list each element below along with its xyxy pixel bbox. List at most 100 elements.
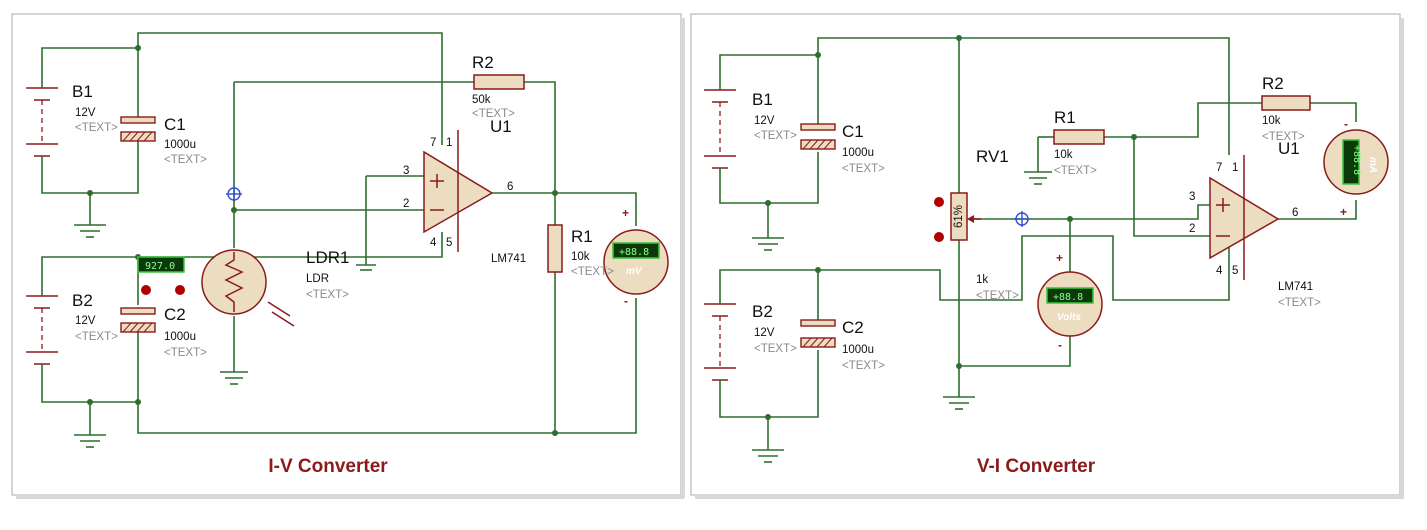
r1-resistor-right[interactable] [1053, 129, 1105, 145]
r2-text-right: <TEXT> [1262, 131, 1305, 143]
ma-plus: + [1340, 205, 1347, 219]
right-title: V-I Converter [977, 456, 1096, 477]
ldr-reading: 927.0 [145, 261, 175, 272]
pin-3-right: 3 [1189, 191, 1195, 203]
b2-battery-right[interactable] [704, 292, 736, 390]
pin-4-right: 4 [1216, 265, 1223, 277]
ma-display: +88.8 [1351, 145, 1362, 175]
r1-value-right: 10k [1054, 149, 1073, 161]
c2-text-right: <TEXT> [842, 360, 885, 372]
ldr-sensor[interactable] [201, 249, 295, 327]
u1-text-right: <TEXT> [1278, 297, 1321, 309]
milliammeter[interactable]: +88.8 mA [1323, 129, 1389, 195]
b1-battery[interactable] [26, 78, 58, 168]
c1-value: 1000u [164, 139, 196, 151]
ground-icon [220, 371, 248, 385]
b1-ref-right: B1 [752, 90, 773, 109]
ldr-text: <TEXT> [306, 289, 349, 301]
r2-value: 50k [472, 94, 491, 106]
c2-value-right: 1000u [842, 344, 874, 356]
pin-3: 3 [403, 165, 409, 177]
right-panel-frame [690, 13, 1401, 496]
b2-text: <TEXT> [75, 331, 118, 343]
opamp-u1-right[interactable] [1209, 155, 1280, 280]
c2-value: 1000u [164, 331, 196, 343]
pin-7-right: 7 [1216, 162, 1222, 174]
rv1-value: 1k [976, 274, 988, 286]
r2-value-right: 10k [1262, 115, 1281, 127]
u1-value: LM741 [491, 253, 526, 265]
ground-icon [752, 237, 784, 251]
c2-capacitor[interactable] [120, 307, 156, 333]
mv-plus: + [622, 206, 629, 220]
c2-text: <TEXT> [164, 347, 207, 359]
c2-capacitor-right[interactable] [800, 319, 836, 348]
ma-unit: mA [1367, 157, 1378, 173]
ground-icon [1024, 171, 1052, 185]
r2-resistor-right[interactable] [1261, 95, 1311, 111]
opamp-u1[interactable] [423, 130, 494, 252]
r2-ref: R2 [472, 53, 494, 72]
mv-unit: mV [626, 266, 643, 277]
b1-text: <TEXT> [75, 122, 118, 134]
pin-2-right: 2 [1189, 223, 1195, 235]
pin-1: 1 [446, 137, 452, 149]
c1-text-right: <TEXT> [842, 163, 885, 175]
b1-battery-right[interactable] [704, 78, 736, 180]
r2-text: <TEXT> [472, 108, 515, 120]
b2-battery[interactable] [26, 288, 58, 375]
ground-icon [752, 449, 784, 463]
r2-resistor[interactable] [473, 74, 525, 90]
r1-ref: R1 [571, 227, 593, 246]
b2-ref-right: B2 [752, 302, 773, 321]
pin-7: 7 [430, 137, 436, 149]
volts-display: +88.8 [1053, 292, 1083, 303]
voltmeter[interactable]: +88.8 Volts [1037, 271, 1103, 337]
b1-text-right: <TEXT> [754, 130, 797, 142]
c1-capacitor[interactable] [120, 116, 156, 142]
pin-4: 4 [430, 237, 437, 249]
r1-ref-right: R1 [1054, 108, 1076, 127]
volts-unit: Volts [1057, 312, 1082, 323]
ground-icon [74, 224, 106, 238]
pin-5-right: 5 [1232, 265, 1238, 277]
volts-plus: + [1056, 251, 1063, 265]
left-circuit: 927.0 +88.8 mV + - B1 12V <TEXT> C1 1000… [26, 32, 669, 477]
millivoltmeter[interactable]: +88.8 mV [603, 229, 669, 295]
pin-6: 6 [507, 181, 513, 193]
c1-capacitor-right[interactable] [800, 123, 836, 150]
ma-minus: - [1344, 117, 1348, 131]
pin-6-right: 6 [1292, 207, 1298, 219]
rv1-percent: 61% [953, 205, 965, 228]
c1-text: <TEXT> [164, 154, 207, 166]
b1-ref: B1 [72, 82, 93, 101]
u1-value-right: LM741 [1278, 281, 1313, 293]
rv1-text: <TEXT> [976, 290, 1019, 302]
pin-2: 2 [403, 198, 409, 210]
ground-icon [356, 264, 376, 271]
r1-text: <TEXT> [571, 266, 614, 278]
mv-display: +88.8 [619, 247, 649, 258]
rv1-ref: RV1 [976, 147, 1009, 166]
ldr-ref: LDR1 [306, 248, 349, 267]
ldr-value: LDR [306, 273, 329, 285]
rv1-potentiometer[interactable]: 61% [950, 192, 981, 241]
u1-ref-right: U1 [1278, 139, 1300, 158]
pin-5: 5 [446, 237, 452, 249]
c1-value-right: 1000u [842, 147, 874, 159]
volts-minus: - [1058, 338, 1062, 352]
b2-text-right: <TEXT> [754, 343, 797, 355]
b2-ref: B2 [72, 291, 93, 310]
c1-ref: C1 [164, 115, 186, 134]
b1-value-right: 12V [754, 115, 775, 127]
r1-value: 10k [571, 251, 590, 263]
ground-icon [74, 434, 106, 448]
u1-ref: U1 [490, 117, 512, 136]
ground-icon [943, 396, 975, 410]
b2-value: 12V [75, 315, 96, 327]
pin-1-right: 1 [1232, 162, 1238, 174]
r1-resistor[interactable] [547, 224, 563, 273]
r1-text-right: <TEXT> [1054, 165, 1097, 177]
mv-minus: - [624, 294, 628, 308]
